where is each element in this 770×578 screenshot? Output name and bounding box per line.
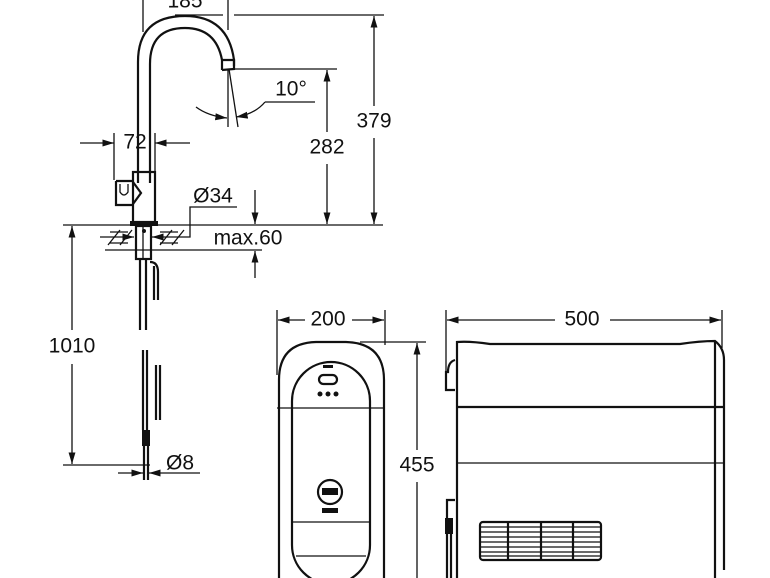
unit-height-label: 455 [399,454,434,477]
chiller-unit-front [277,340,386,578]
base-width-dimension: 72 [80,131,190,180]
counter-thickness-dimension: max.60 [214,190,283,278]
unit-height-dimension: 455 [360,341,435,578]
total-height-label: 379 [356,110,391,133]
angle-dimension: 10° [195,68,337,128]
hose-diameter-label: Ø8 [166,452,194,475]
counter-thickness-label: max.60 [214,227,283,250]
angle-label: 10° [275,78,307,101]
unit-width-dimension: 200 [276,308,386,375]
indicator-dots-icon [317,391,339,397]
chiller-unit-side [444,339,726,578]
water-connector [444,358,456,392]
base-width-label: 72 [123,131,146,154]
unit-width-label: 200 [310,308,345,331]
hose-length-label: 1010 [49,335,96,358]
indicator-bar-icon [323,365,333,368]
hole-diameter-label: Ø34 [193,185,233,208]
hose-length-dimension: 1010 [49,226,150,466]
spout-reach-dimension: 185 [142,0,384,32]
control-button-icon [316,478,344,506]
indicator-oval-icon [317,373,339,386]
power-cable [445,498,455,578]
height-dimensions: 282 379 [309,16,392,224]
hose-diameter-dimension: Ø8 [118,452,200,477]
hole-diameter-dimension: Ø34 [100,185,237,241]
faucet [114,14,236,480]
unit-depth-label: 500 [564,308,599,331]
unit-depth-dimension: 500 [445,308,723,372]
spout-height-label: 282 [309,136,344,159]
ventilation-grille [478,520,603,562]
spout-reach-label: 185 [167,0,202,13]
